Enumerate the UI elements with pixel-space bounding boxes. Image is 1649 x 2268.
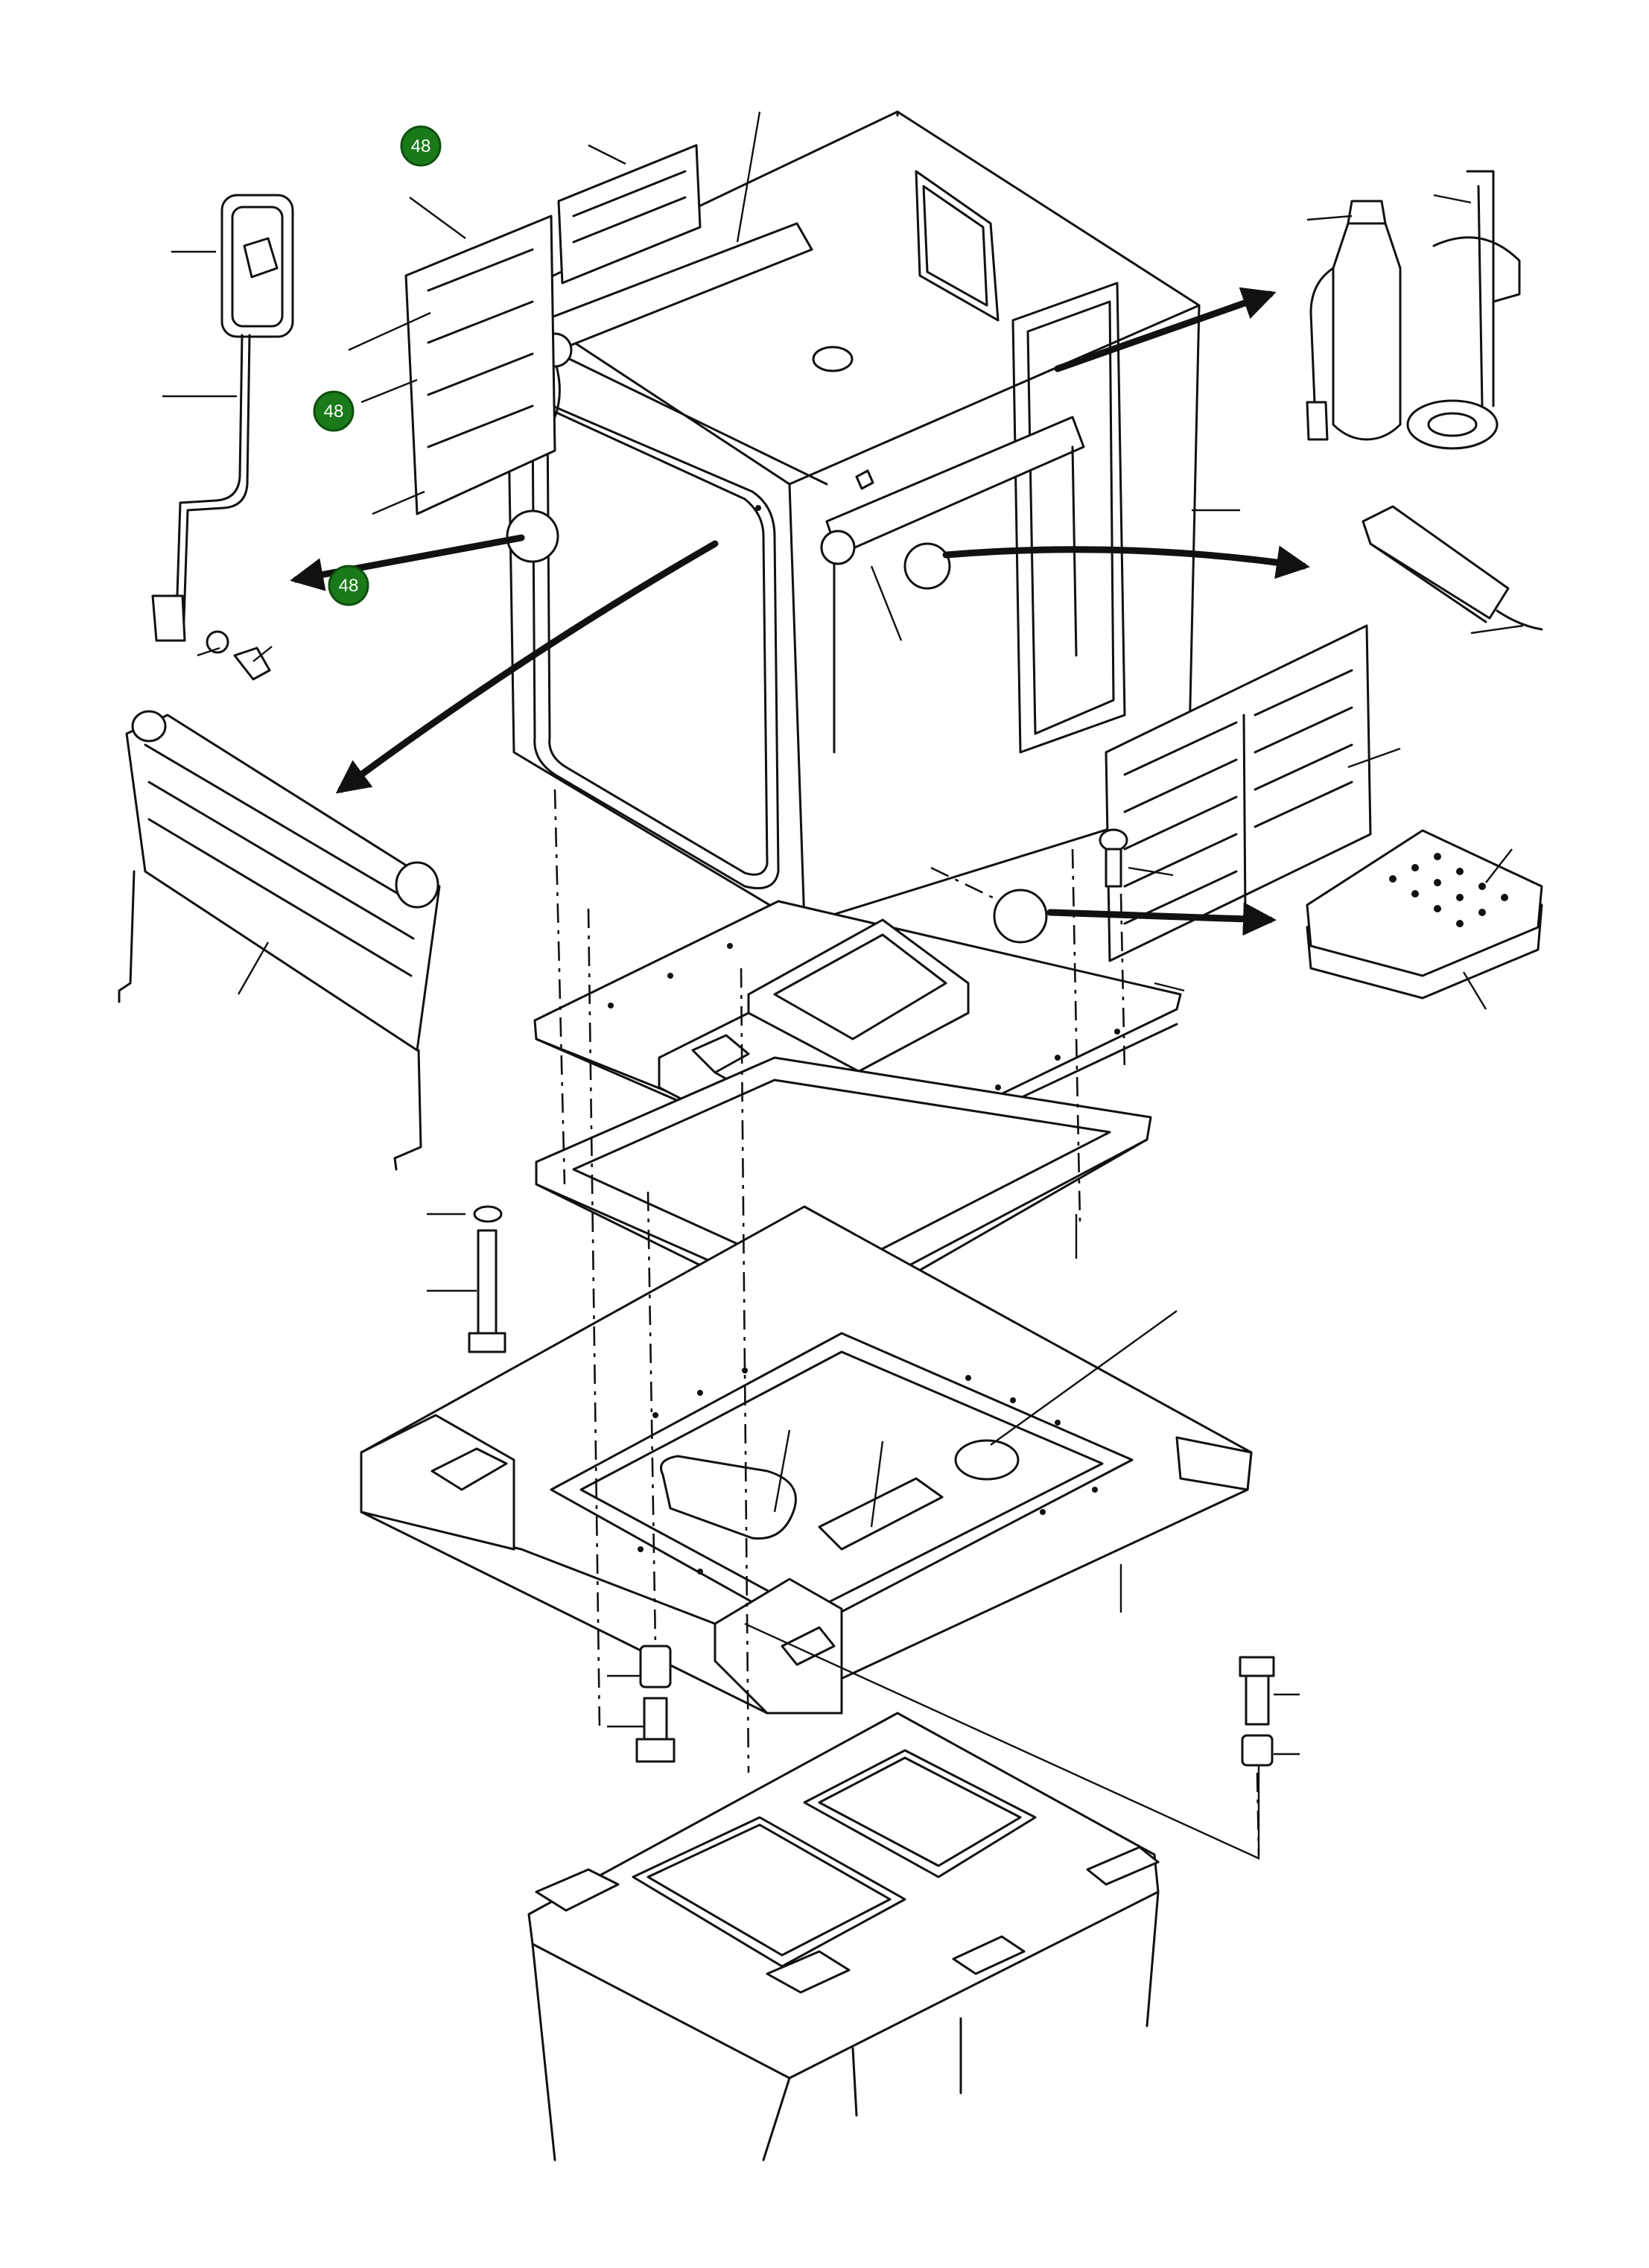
cap-screw	[1099, 828, 1128, 888]
mirror-assembly	[151, 194, 294, 681]
roller-blind-side	[118, 710, 441, 1171]
louver-panel-rear	[404, 144, 702, 515]
fire-extinguisher	[1306, 170, 1521, 450]
base-pedestal	[527, 1712, 1160, 2161]
detail-arrows	[290, 287, 1310, 944]
callout-label: 48	[324, 401, 344, 422]
cab-subframe	[360, 1205, 1253, 1715]
floor-mat-set	[1306, 829, 1543, 1000]
callout-label: 48	[411, 136, 431, 156]
callout-badge[interactable]: 48	[313, 390, 355, 432]
callout-badge[interactable]: 48	[328, 565, 369, 606]
callout-badge[interactable]: 48	[400, 125, 442, 167]
trim-strip	[1362, 505, 1543, 631]
leader-lines	[162, 111, 1524, 1860]
mounting-hardware	[468, 1205, 1275, 1767]
callout-label: 48	[339, 576, 359, 596]
louver-panel-front	[1105, 624, 1372, 962]
